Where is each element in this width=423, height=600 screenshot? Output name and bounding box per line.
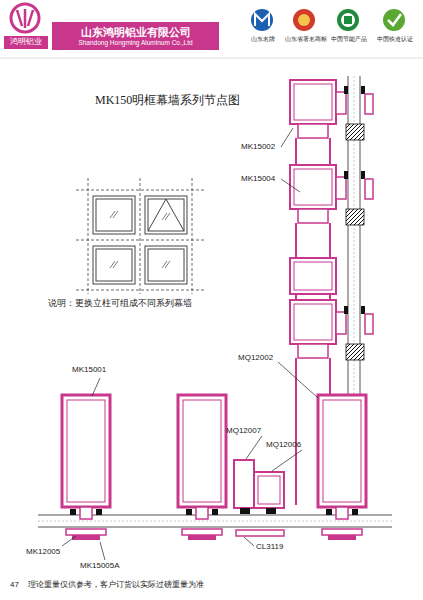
part-number: MK12005 xyxy=(26,548,60,557)
part-number: MK15004 xyxy=(241,175,275,184)
company-band: 山东鸿明铝业有限公司Shandong Hongming Aluminum Co.… xyxy=(52,22,219,50)
logo-name: 鸿明铝业 xyxy=(4,36,48,49)
part-number: MK15001 xyxy=(72,366,106,375)
node-text: 山东鸿明铝业有限公司 xyxy=(54,26,217,39)
leader-lines xyxy=(62,128,318,560)
node-text: 中国节能产品 xyxy=(330,36,368,43)
elevation-sketch xyxy=(76,178,204,294)
node-text: 中国铁道认证 xyxy=(376,36,414,43)
node-text: 鸿明铝业 xyxy=(6,38,46,47)
part-number: MQ12002 xyxy=(238,354,273,363)
part-number: MK15005A xyxy=(80,562,120,571)
badge-icons xyxy=(251,9,405,31)
page-title: MK150明框幕墙系列节点图 xyxy=(95,92,240,109)
badge-label: 中国铁道认证 xyxy=(374,34,416,44)
part-number: MQ12007 xyxy=(226,427,261,436)
part-number: CL3119 xyxy=(256,543,283,552)
note-text: 说明：更换立柱可组成不同系列幕墙 xyxy=(48,299,192,309)
node-subtext: Shandong Hongming Aluminum Co.,Ltd xyxy=(54,39,217,46)
badge-label: 山东省著名商标 xyxy=(282,34,330,44)
part-number: MK15002 xyxy=(241,143,275,152)
badge-label: 中国节能产品 xyxy=(328,34,370,44)
footer-note: 理论重量仅供参考，客户订货以实际过磅重量为准 xyxy=(28,581,204,590)
part-number: MQ12006 xyxy=(266,441,301,450)
horizontal-section xyxy=(38,395,392,540)
badge-label: 山东名牌 xyxy=(244,34,282,44)
page-number: 47 xyxy=(10,581,19,590)
node-text: 山东省著名商标 xyxy=(284,36,328,43)
node-text: 山东名牌 xyxy=(246,36,280,43)
logo-mark xyxy=(11,4,39,32)
